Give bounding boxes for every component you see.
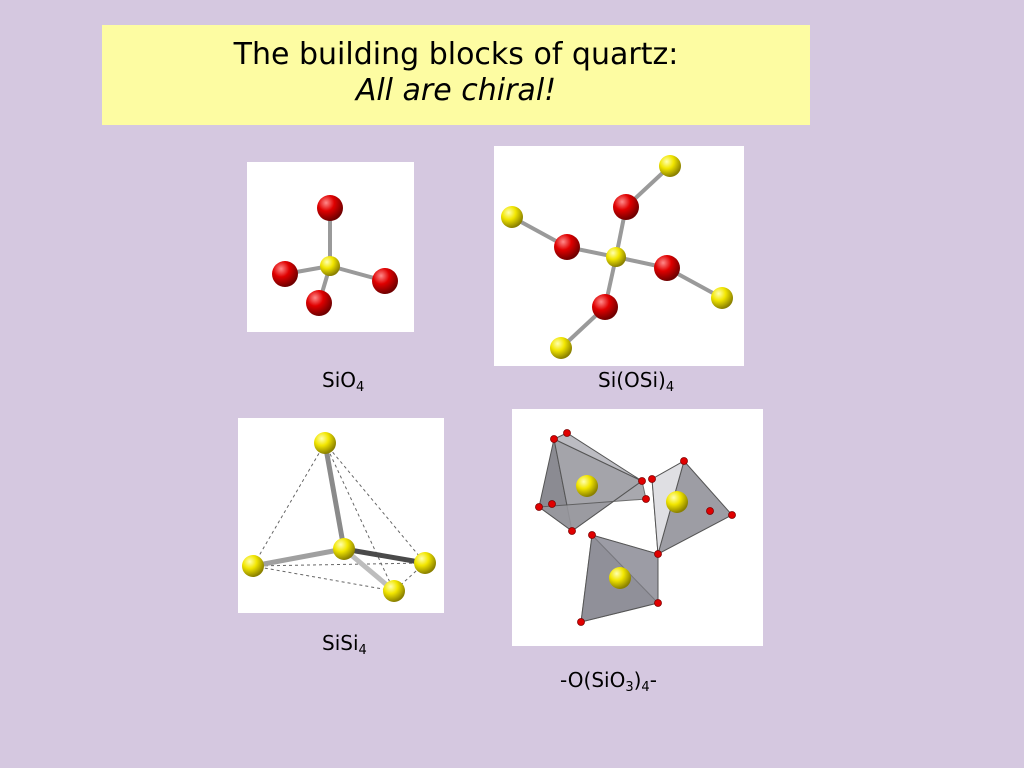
silicon-atoms <box>576 475 688 589</box>
label-sisi4: SiSi4 <box>322 631 367 658</box>
slide-title: The building blocks of quartz: <box>233 37 679 72</box>
silicon-atom <box>320 256 340 276</box>
label-sio4: SiO4 <box>322 368 365 395</box>
oxygen-atoms <box>535 429 736 626</box>
oxygen-atoms <box>272 195 398 316</box>
sio4-model-image <box>247 162 414 332</box>
title-box: The building blocks of quartz: All are c… <box>102 25 810 125</box>
siosi4-model-image <box>494 146 744 366</box>
label-siosi4: Si(OSi)4 <box>598 368 675 395</box>
oxygen-atoms <box>554 194 680 320</box>
osio3-polyhedra-image <box>512 409 763 646</box>
silicon-atoms <box>242 432 436 602</box>
central-silicon-atom <box>606 247 626 267</box>
sisi4-model-image <box>238 418 444 613</box>
tetrahedra <box>537 432 733 623</box>
outer-silicon-atoms <box>501 155 733 359</box>
label-osio3: -O(SiO3)4- <box>560 668 657 695</box>
slide-subtitle: All are chiral! <box>355 73 557 108</box>
